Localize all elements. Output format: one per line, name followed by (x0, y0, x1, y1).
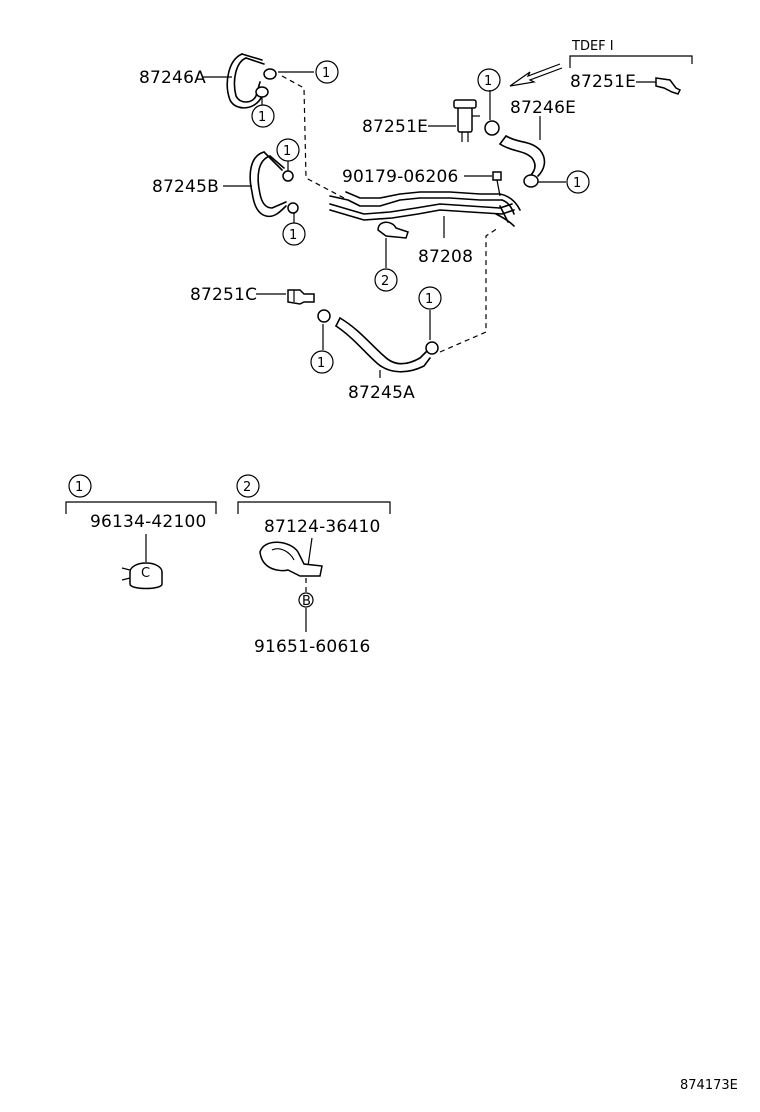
ref-circle-icon (276, 138, 300, 162)
arrow-icon (509, 63, 563, 87)
clamp-icon (484, 120, 500, 136)
ref-label: 1 (283, 144, 291, 159)
label-87251E-top: 87251E (570, 72, 636, 92)
bracket-icon (377, 221, 409, 239)
tdef-bracket (569, 55, 693, 68)
ref-circle-icon (374, 268, 398, 292)
ref-circle-icon (282, 222, 306, 246)
ref-circle-icon (566, 170, 590, 194)
label-90179-06206: 90179-06206 (342, 167, 459, 187)
hose-87245B[interactable] (249, 151, 287, 218)
ref-circle-icon (236, 474, 260, 498)
pipe-assembly-87208[interactable] (329, 191, 521, 227)
valve-87251E[interactable] (453, 99, 480, 142)
ref-circle-icon (477, 68, 501, 92)
ref-label: 1 (258, 110, 266, 125)
clamp-icon (317, 309, 331, 323)
legend-2-bracket (237, 501, 391, 514)
legend-2-part2: 91651-60616 (254, 637, 371, 657)
clamp-icon (255, 68, 277, 98)
ref-circle-icon (251, 104, 275, 128)
clamp-letter: C (141, 566, 150, 581)
label-87245A: 87245A (348, 383, 415, 403)
bolt-letter: B (302, 594, 311, 609)
bracket-part-icon (259, 541, 323, 577)
ref-circle-icon (315, 60, 339, 84)
diagram-code: 874173E (680, 1078, 738, 1093)
bolt-icon (492, 171, 502, 197)
label-87251C: 87251C (190, 285, 257, 305)
ref-label: 1 (317, 356, 325, 371)
legend-1-bracket (65, 501, 217, 514)
valve-icon (655, 77, 682, 95)
legend-1-part: 96134-42100 (90, 512, 207, 532)
ref-circle-icon (418, 286, 442, 310)
label-87208: 87208 (418, 247, 473, 267)
ref-label: 2 (381, 274, 389, 289)
hose-87245A[interactable] (335, 317, 431, 373)
ref-label: 1 (289, 228, 297, 243)
clamp-part-icon (121, 562, 163, 590)
clamp-icon (523, 174, 539, 188)
label-87245B: 87245B (152, 177, 219, 197)
legend-1-label: 1 (75, 480, 83, 495)
ref-label: 1 (322, 66, 330, 81)
ref-label: 1 (484, 74, 492, 89)
legend-2-part1: 87124-36410 (264, 517, 381, 537)
ref-circle-icon (68, 474, 92, 498)
bolt-b-icon (298, 592, 314, 608)
label-tdef: TDEF I (571, 39, 614, 54)
ref-label: 1 (573, 176, 581, 191)
hose-87246E[interactable] (499, 135, 546, 177)
hose-87246A[interactable] (226, 53, 265, 109)
label-87251E-middle: 87251E (362, 117, 428, 137)
label-87246A: 87246A (139, 68, 206, 88)
legend-2-label: 2 (243, 480, 251, 495)
valve-87251C[interactable] (287, 289, 315, 305)
label-87246E: 87246E (510, 98, 576, 118)
ref-circle-icon (310, 350, 334, 374)
ref-label: 1 (425, 292, 433, 307)
clamp-icon (425, 341, 439, 355)
